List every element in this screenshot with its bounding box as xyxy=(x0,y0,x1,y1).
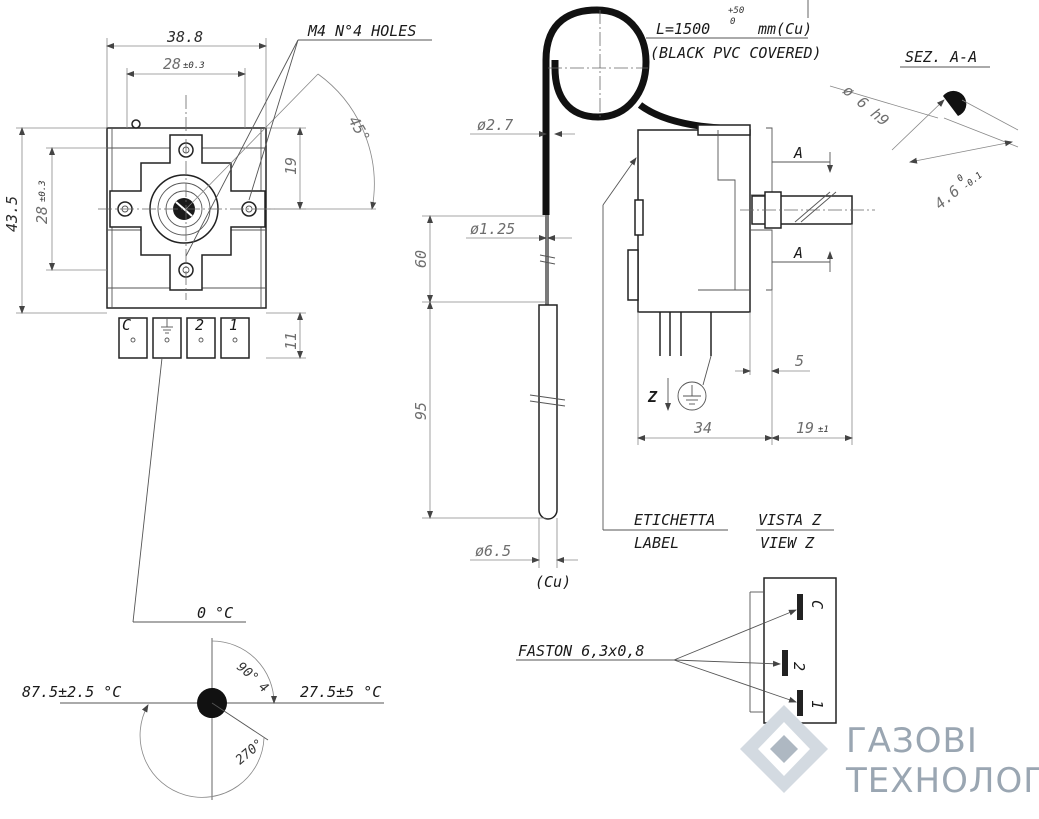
dim-19: 19 xyxy=(796,419,814,437)
faston-terminal-2 xyxy=(782,650,788,676)
capillary-covering: (BLACK PVC COVERED) xyxy=(650,44,822,62)
dial-angle-90: 90° xyxy=(233,660,261,687)
side-body xyxy=(637,129,751,313)
dial-right-temp: 27.5±5 °C xyxy=(300,683,381,701)
capillary-length: L=1500 xyxy=(656,20,710,38)
dim-34: 34 xyxy=(693,419,712,437)
section-a-a: SEZ. A-A ø 6 h9 4.6 0 -0.1 xyxy=(829,48,1019,213)
ground-symbol xyxy=(677,381,707,411)
terminal-label-2: 2 xyxy=(195,316,204,334)
dim-60: 60 xyxy=(412,250,430,268)
view-z-mark: Z xyxy=(647,388,658,406)
dial-left-temp: 87.5±2.5 °C xyxy=(22,683,121,701)
capillary-length-tol-minus: 0 xyxy=(730,17,735,27)
flat-tol-plus: 0 xyxy=(956,173,967,184)
terminal-label-c: C xyxy=(122,316,131,334)
terminal-label-1: 1 xyxy=(229,316,238,334)
faston-label: FASTON 6,3x0,8 xyxy=(518,642,644,660)
terminal-ground xyxy=(152,317,182,359)
label-en: LABEL xyxy=(634,534,679,552)
pvc-diameter: ø2.7 xyxy=(477,116,513,134)
terminal-1 xyxy=(220,317,250,359)
dim-5: 5 xyxy=(795,352,804,370)
dim-terminal-height: 11 xyxy=(282,332,300,350)
capillary-unit: mm(Cu) xyxy=(757,20,812,38)
brand-line-1: ГАЗОВІ xyxy=(846,721,978,761)
label-it: ETICHETTA xyxy=(634,511,715,529)
faston-label-2: 2 xyxy=(790,662,808,671)
bulb-material: (Cu) xyxy=(535,573,571,591)
faston-view: C 2 1 FASTON 6,3x0,8 xyxy=(516,577,837,724)
section-mark-bottom: A xyxy=(793,244,803,262)
capillary-length-tol-plus: +50 xyxy=(728,6,744,16)
sensor-bulb xyxy=(538,304,558,520)
dim-angle-45: 45° xyxy=(345,113,374,145)
view-z-en: VIEW Z xyxy=(760,534,815,552)
capillary-view: L=1500 +50 0 mm(Cu) (BLACK PVC COVERED) … xyxy=(412,0,822,591)
dial-zero-label: 0 °C xyxy=(197,604,233,622)
shaft-diameter: ø 6 h9 xyxy=(839,81,892,130)
shaft-section-profile xyxy=(943,90,967,116)
dim-inner-height: 28 xyxy=(33,206,51,224)
dim-19-tol: ±1 xyxy=(818,425,829,435)
dim-95: 95 xyxy=(412,402,430,420)
section-title: SEZ. A-A xyxy=(905,48,977,66)
dim-inner-width: 28 xyxy=(163,55,181,73)
front-view: C 2 1 38.8 28 ±0.3 43.5 28 ±0.3 19 45° xyxy=(3,22,432,359)
bulb-diameter: ø6.5 xyxy=(475,542,511,560)
dim-inner-width-tol: ±0.3 xyxy=(183,61,205,71)
flat-dim: 4.6 xyxy=(931,182,963,213)
faston-terminal-1 xyxy=(797,690,803,716)
section-mark-top: A xyxy=(793,144,803,162)
flat-tol-minus: -0.1 xyxy=(962,171,985,193)
dial-diagram: 0 °C 87.5±2.5 °C 27.5±5 °C 90° 4 270° xyxy=(22,357,384,800)
brand-logo: ГАЗОВІ ТЕХНОЛОГІЇ xyxy=(740,705,1039,801)
view-z-it: VISTA Z xyxy=(758,511,822,529)
faston-label-c: C xyxy=(808,600,826,609)
dim-height: 43.5 xyxy=(3,196,21,232)
faston-terminal-c xyxy=(797,594,803,620)
terminal-2 xyxy=(186,317,216,359)
brand-line-2: ТЕХНОЛОГІЇ xyxy=(845,761,1039,801)
dim-half-height: 19 xyxy=(282,157,300,175)
holes-label: M4 N°4 HOLES xyxy=(307,22,416,40)
dial-marker: 4 xyxy=(255,680,271,697)
dim-inner-height-tol: ±0.3 xyxy=(38,180,48,202)
tube-diameter: ø1.25 xyxy=(470,220,515,238)
faston-label-1: 1 xyxy=(808,700,826,709)
side-view: A A Z 34 19 ±1 5 ETICHETTA L xyxy=(602,124,875,552)
dim-width: 38.8 xyxy=(166,28,203,46)
terminal-c xyxy=(118,317,148,359)
